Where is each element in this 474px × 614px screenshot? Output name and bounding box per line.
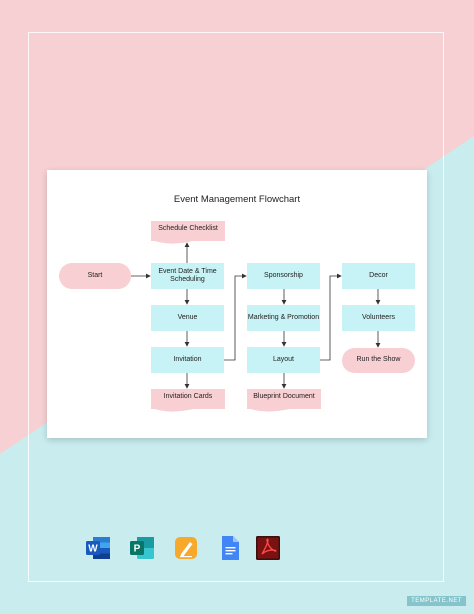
blueprint-node: Blueprint Document — [247, 389, 321, 412]
volunteers-node: Volunteers — [342, 305, 415, 331]
publisher-icon[interactable]: P — [128, 534, 156, 562]
marketing-node: Marketing & Promotion — [247, 305, 320, 331]
flowchart-card: Event Management Flowchart — [47, 170, 427, 438]
decor-node: Decor — [342, 263, 415, 289]
run-show-node: Run the Show — [342, 348, 415, 373]
invitation-cards-node: Invitation Cards — [151, 389, 225, 412]
svg-text:W: W — [88, 544, 98, 555]
decorative-frame — [28, 32, 444, 582]
flowchart-title: Event Management Flowchart — [173, 194, 301, 205]
event-date-node: Event Date & Time Scheduling — [151, 263, 224, 289]
pdf-icon[interactable] — [254, 534, 282, 562]
svg-text:P: P — [134, 544, 141, 555]
sponsorship-node: Sponsorship — [247, 263, 320, 289]
connector-lines — [131, 242, 381, 389]
pages-icon[interactable] — [172, 534, 200, 562]
word-icon[interactable]: W — [84, 534, 112, 562]
watermark: TEMPLATE.NET — [407, 596, 466, 606]
layout-node: Layout — [247, 347, 320, 373]
venue-node: Venue — [151, 305, 224, 331]
arrow-invitation-to-sponsorship — [224, 273, 247, 361]
invitation-node: Invitation — [151, 347, 224, 373]
schedule-checklist-node: Schedule Checklist — [151, 221, 225, 244]
start-node: Start — [59, 263, 131, 289]
arrow-layout-to-decor — [320, 273, 342, 361]
google-docs-icon[interactable] — [216, 534, 244, 562]
